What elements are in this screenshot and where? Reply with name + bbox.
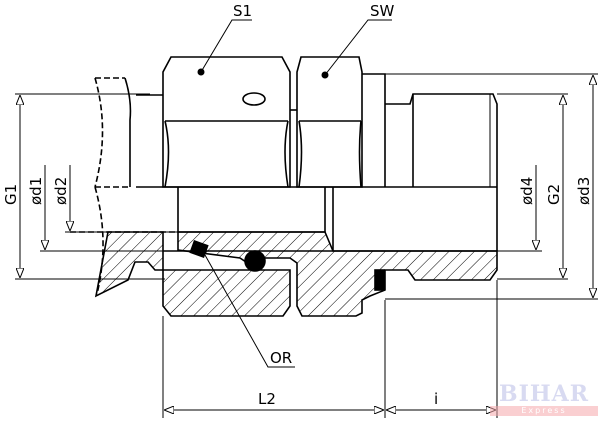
seal-ring [374, 269, 385, 291]
label-d1: ød1 [27, 177, 45, 205]
o-ring [244, 250, 266, 272]
cutting-ring [189, 239, 209, 259]
hole-icon [242, 92, 266, 106]
label-l2: L2 [258, 390, 276, 408]
outline [70, 56, 498, 295]
section-hatching [94, 231, 498, 317]
label-d2: ød2 [52, 177, 70, 205]
label-g2: G2 [545, 184, 563, 205]
label-sw: SW [370, 2, 395, 20]
leader-s1 [200, 19, 252, 73]
body-hex-sw [296, 56, 363, 188]
label-d4: ød4 [518, 177, 536, 205]
labels: S1 SW OR L2 i G1 ød1 ød2 ød4 G2 ød3 [2, 2, 593, 408]
leader-or [204, 254, 295, 368]
watermark-logo: BIHAR Express [490, 382, 598, 422]
watermark-title: BIHAR [498, 381, 590, 407]
label-or: OR [270, 349, 292, 367]
leader-sw [324, 19, 392, 76]
tube-section [94, 231, 164, 298]
dimensions [15, 19, 598, 418]
label-s1: S1 [233, 2, 252, 20]
watermark-subtitle: Express [490, 406, 598, 416]
label-d3: ød3 [575, 177, 593, 205]
label-i: i [434, 390, 438, 408]
union-nut-s1 [162, 56, 291, 188]
label-g1: G1 [2, 184, 20, 205]
